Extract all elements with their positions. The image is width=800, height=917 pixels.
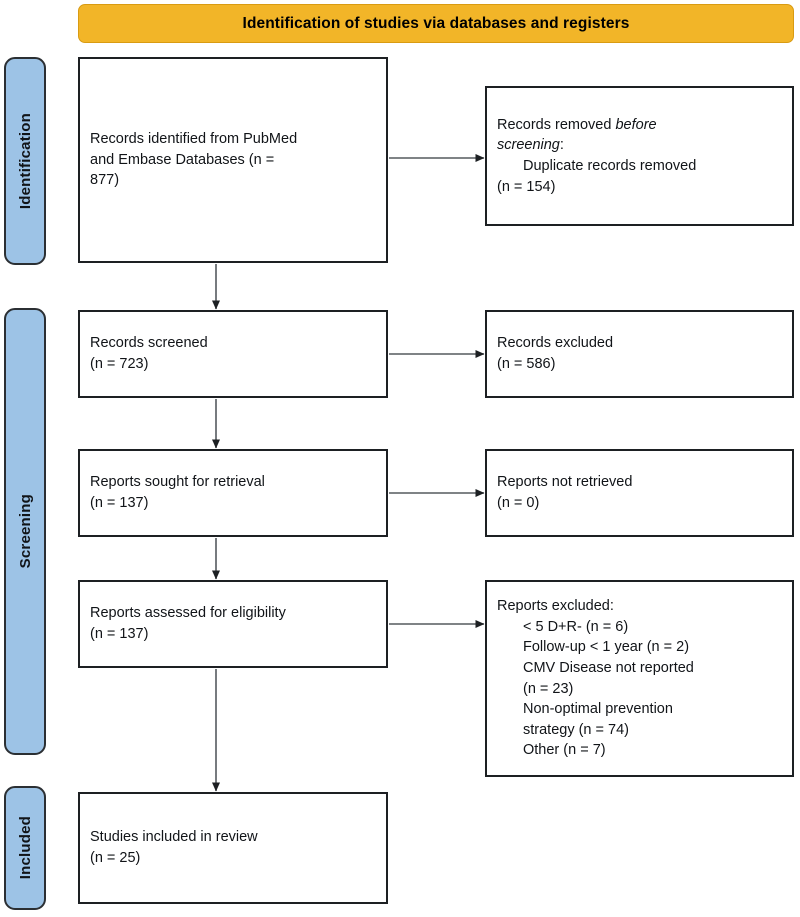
box-reports-not-retrieved-line1: Reports not retrieved (497, 474, 633, 491)
box-reports-assessed-line1: Reports assessed for eligibility (90, 605, 286, 622)
stage-label-screening-text: Screening (16, 494, 34, 569)
box-records-removed-line1: Records removed before (497, 115, 782, 136)
box-reports-excluded-item5: Non-optimal prevention (523, 701, 673, 718)
box-reports-excluded-item7: Other (n = 7) (523, 742, 606, 759)
box-reports-excluded-with-reasons: Reports excluded: < 5 D+R- (n = 6) Follo… (485, 580, 794, 777)
box-records-removed-before-screening: Records removed before screening: Duplic… (485, 86, 794, 226)
stage-label-included-text: Included (16, 816, 34, 880)
box-records-excluded-line1: Records excluded (497, 335, 614, 352)
box-reports-excluded-item3: CMV Disease not reported (523, 659, 694, 676)
box-reports-assessed-line2: (n = 137) (90, 626, 149, 642)
box-reports-excluded-item2: Follow-up < 1 year (n = 2) (523, 639, 690, 656)
box-reports-excluded-item1: < 5 D+R- (n = 6) (523, 618, 629, 635)
box-records-removed-line2-post: : (559, 137, 564, 154)
box-records-removed-line3: Duplicate records removed (523, 158, 697, 174)
box-records-identified-line1: Records identified from PubMed (90, 131, 298, 148)
box-reports-sought-line2: (n = 137) (90, 495, 149, 511)
stage-label-identification-text: Identification (16, 112, 34, 210)
box-reports-not-retrieved: Reports not retrieved (n = 0) (485, 449, 794, 537)
box-records-identified-line3: 877) (90, 172, 120, 189)
box-records-screened-line1: Records screened (90, 335, 208, 352)
box-studies-included-in-review: Studies included in review (n = 25) (78, 792, 388, 904)
box-reports-excluded-item4: (n = 23) (523, 680, 574, 697)
box-reports-sought-line1: Reports sought for retrieval (90, 474, 265, 491)
box-records-removed-line2-emphasis: screening (497, 137, 560, 154)
box-records-removed-line4: (n = 154) (497, 178, 556, 195)
box-studies-included-line2: (n = 25) (90, 850, 141, 866)
box-records-identified: Records identified from PubMed and Embas… (78, 57, 388, 263)
box-records-excluded: Records excluded (n = 586) (485, 310, 794, 398)
box-records-excluded-line2: (n = 586) (497, 356, 556, 372)
box-reports-sought-for-retrieval: Reports sought for retrieval (n = 137) (78, 449, 388, 537)
box-records-removed-line2: screening: (497, 135, 782, 156)
box-records-removed-line1-emphasis: before (615, 116, 657, 133)
box-records-screened-line2: (n = 723) (90, 356, 149, 372)
box-reports-assessed-for-eligibility: Reports assessed for eligibility (n = 13… (78, 580, 388, 668)
box-records-removed-line1-pre: Records removed (497, 116, 616, 133)
stage-label-screening: Screening (4, 308, 46, 755)
box-records-screened: Records screened (n = 723) (78, 310, 388, 398)
header-title: Identification of studies via databases … (242, 14, 630, 32)
box-records-identified-line2: and Embase Databases (n = (90, 151, 275, 168)
box-reports-excluded-item6: strategy (n = 74) (523, 721, 629, 738)
box-studies-included-line1: Studies included in review (90, 829, 258, 846)
box-reports-not-retrieved-line2: (n = 0) (497, 495, 540, 511)
stage-label-included: Included (4, 786, 46, 910)
stage-label-identification: Identification (4, 57, 46, 265)
box-reports-excluded-heading: Reports excluded: (497, 598, 614, 615)
diagram-header-banner: Identification of studies via databases … (78, 4, 794, 43)
